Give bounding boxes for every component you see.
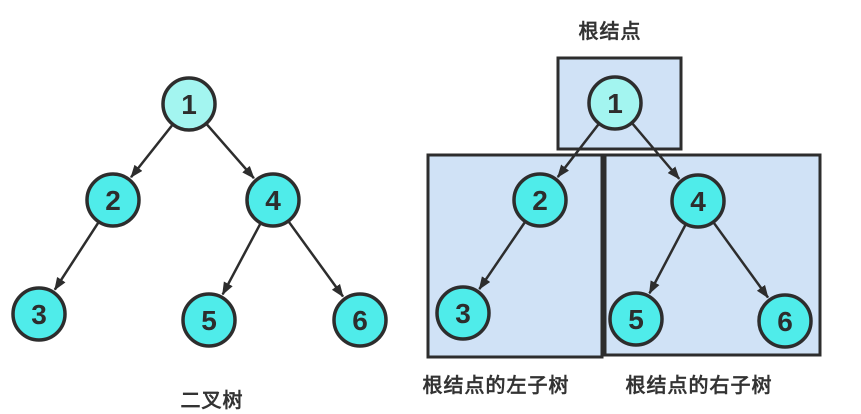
edge-n1-n2: [130, 123, 174, 179]
edge-m4-m5: [648, 223, 688, 295]
tree-node-value-4: 4: [690, 186, 706, 217]
tree-node-value-3: 3: [455, 298, 471, 329]
edge-n2-n3: [53, 221, 100, 291]
tree-node-value-6: 6: [352, 305, 368, 336]
edge-m1-m2: [556, 122, 601, 178]
tree-node-5: [181, 292, 237, 348]
tree-node-2: [512, 172, 568, 228]
label-binary-tree: 二叉树: [180, 390, 244, 412]
tree-node-1: [161, 76, 217, 132]
tree-node-value-2: 2: [105, 185, 121, 216]
edge-n1-n4: [205, 122, 255, 179]
tree-node-value-3: 3: [31, 299, 47, 330]
edge-m2-m3: [478, 220, 527, 290]
tree-node-value-4: 4: [265, 185, 281, 216]
tree-node-3: [435, 285, 491, 341]
tree-node-6: [757, 293, 813, 349]
edge-n4-n5: [221, 222, 262, 296]
tree-node-1: [587, 75, 643, 131]
tree-node-value-5: 5: [201, 305, 217, 336]
tree-node-4: [245, 172, 301, 228]
tree-node-4: [670, 173, 726, 229]
tree-node-5: [608, 291, 664, 347]
tree-node-value-2: 2: [532, 185, 548, 216]
label-left-subtree: 根结点的左子树: [422, 375, 570, 397]
tree-node-value-6: 6: [777, 306, 793, 337]
edge-n4-n6: [287, 220, 344, 298]
tree-node-value-1: 1: [181, 89, 197, 120]
label-right-subtree: 根结点的右子树: [625, 375, 773, 397]
tree-node-value-5: 5: [628, 304, 644, 335]
label-root-node: 根结点: [578, 21, 642, 43]
tree-node-6: [332, 292, 388, 348]
edge-m4-m6: [712, 221, 769, 299]
tree-node-value-1: 1: [607, 88, 623, 119]
edge-m1-m4: [630, 122, 681, 180]
tree-node-3: [11, 286, 67, 342]
tree-node-2: [85, 172, 141, 228]
